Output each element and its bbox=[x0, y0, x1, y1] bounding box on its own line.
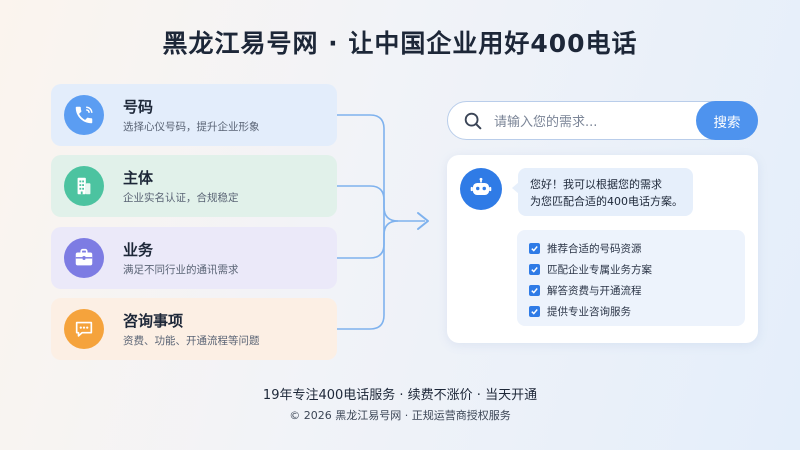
phone-icon bbox=[64, 95, 104, 135]
list-item-label: 匹配企业专属业务方案 bbox=[547, 264, 652, 276]
card-entity[interactable]: 主体 企业实名认证，合规稳定 bbox=[51, 155, 337, 217]
card-number[interactable]: 号码 选择心仪号码，提升企业形象 bbox=[51, 84, 337, 146]
service-list: 推荐合适的号码资源 匹配企业专属业务方案 解答资费与开通流程 提供专业咨询服务 bbox=[517, 230, 745, 326]
greeting-line: 您好！我可以根据您的需求 bbox=[530, 178, 662, 191]
card-subtitle: 资费、功能、开通流程等问题 bbox=[123, 334, 260, 347]
footer-tagline: 19年专注400电话服务 · 续费不涨价 · 当天开通 bbox=[262, 388, 538, 403]
connector-line bbox=[337, 185, 385, 221]
building-icon bbox=[64, 166, 104, 206]
card-subtitle: 企业实名认证，合规稳定 bbox=[123, 191, 239, 204]
greeting-line: 为您匹配合适的400电话方案。 bbox=[530, 195, 683, 208]
connector-line bbox=[337, 220, 399, 330]
checkbox-icon bbox=[529, 264, 540, 275]
checkbox-icon bbox=[529, 243, 540, 254]
search-button[interactable]: 搜索 bbox=[696, 101, 758, 140]
connector-line bbox=[337, 221, 385, 259]
chat-panel: 您好！我可以根据您的需求 为您匹配合适的400电话方案。 推荐合适的号码资源 匹… bbox=[447, 155, 758, 343]
arrow-head-icon bbox=[417, 212, 429, 230]
card-title: 号码 bbox=[123, 97, 154, 116]
page-title: 黑龙江易号网 · 让中国企业用好400电话 bbox=[162, 29, 638, 58]
robot-icon bbox=[460, 168, 502, 210]
chat-icon bbox=[64, 309, 104, 349]
checkbox-icon bbox=[529, 285, 540, 296]
list-item: 推荐合适的号码资源 bbox=[529, 238, 745, 259]
list-item-label: 解答资费与开通流程 bbox=[547, 285, 642, 297]
card-title: 主体 bbox=[123, 168, 154, 187]
card-subtitle: 选择心仪号码，提升企业形象 bbox=[123, 120, 260, 133]
card-title: 咨询事项 bbox=[123, 311, 184, 330]
briefcase-icon bbox=[64, 238, 104, 278]
list-item: 解答资费与开通流程 bbox=[529, 280, 745, 301]
checkbox-icon bbox=[529, 306, 540, 317]
search-input[interactable]: 请输入您的需求... bbox=[494, 115, 598, 130]
card-title: 业务 bbox=[123, 240, 154, 259]
connector-line bbox=[337, 114, 425, 222]
list-item-label: 提供专业咨询服务 bbox=[547, 306, 631, 318]
search-icon bbox=[464, 112, 482, 129]
list-item: 匹配企业专属业务方案 bbox=[529, 259, 745, 280]
list-item: 提供专业咨询服务 bbox=[529, 301, 745, 322]
card-business[interactable]: 业务 满足不同行业的通讯需求 bbox=[51, 227, 337, 289]
list-item-label: 推荐合适的号码资源 bbox=[547, 243, 642, 255]
search-bar: 请输入您的需求... 搜索 bbox=[447, 101, 758, 140]
footer-copyright: © 2026 黑龙江易号网 · 正规运营商授权服务 bbox=[289, 409, 511, 422]
card-consult[interactable]: 咨询事项 资费、功能、开通流程等问题 bbox=[51, 298, 337, 360]
greeting-bubble: 您好！我可以根据您的需求 为您匹配合适的400电话方案。 bbox=[512, 168, 693, 216]
card-subtitle: 满足不同行业的通讯需求 bbox=[123, 263, 239, 276]
